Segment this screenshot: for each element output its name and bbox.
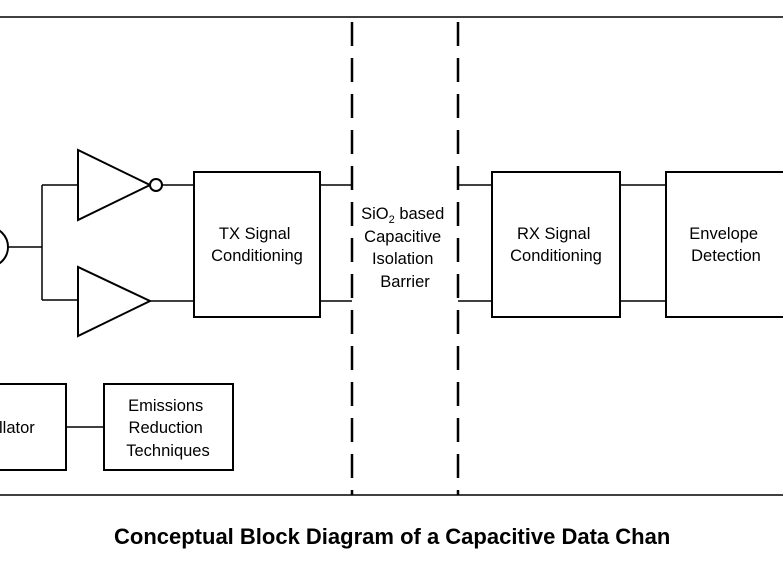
diagram-caption: Conceptual Block Diagram of a Capacitive… [114,524,670,549]
inverter-bubble-icon [149,178,163,192]
emissions-block-label-line1: Emissions [128,397,203,415]
buffer-to-tx-wires [150,184,194,302]
tx-to-barrier-wires [320,184,352,302]
svg-text:SiO2 based Capacitive: SiO2 based Capacitive Isolation Barrier [361,205,449,291]
envelope-detection-block [665,171,783,318]
envelope-block-label-line1: Envelope [689,225,758,243]
barrier-label-line4: Barrier [380,273,430,291]
rx-block-label-line2: Conditioning [510,247,602,265]
svg-text:TX Signal Conditioning: TX Signal Conditioning [211,225,303,265]
tx-block-label-line1: TX Signal [219,225,291,243]
input-split-wire [8,184,78,301]
rx-block-label-line1: RX Signal [517,225,590,243]
barrier-label-line3: Isolation [372,250,433,268]
emissions-block-label-line2: Reduction [129,419,203,437]
outer-frame [0,16,783,496]
barrier-label-line2: Capacitive [364,228,441,246]
envelope-block-label-line2: Detection [691,247,761,265]
oscillator-block-label: llator [0,419,35,437]
tx-block-label-line2: Conditioning [211,247,303,265]
barrier-to-rx-wires [458,184,492,302]
svg-text:llator: llator [0,419,35,437]
non-inverting-buffer [77,265,153,338]
inverting-buffer [77,148,153,222]
svg-text:RX Signal Conditioning: RX Signal Conditioning [510,225,602,265]
barrier-label-line1: SiO2 based [361,205,444,226]
tx-signal-conditioning-block [193,171,321,318]
rx-to-envelope-wires [620,184,666,302]
emissions-block-label-line3: Techniques [126,442,209,460]
svg-text:Envelope Detection: Envelope Detection [689,225,762,265]
input-source-circle [0,229,9,265]
svg-text:Emissions Reduction Te: Emissions Reduction Techniques [126,397,209,460]
rx-signal-conditioning-block [491,171,621,318]
emissions-reduction-block [103,383,234,471]
